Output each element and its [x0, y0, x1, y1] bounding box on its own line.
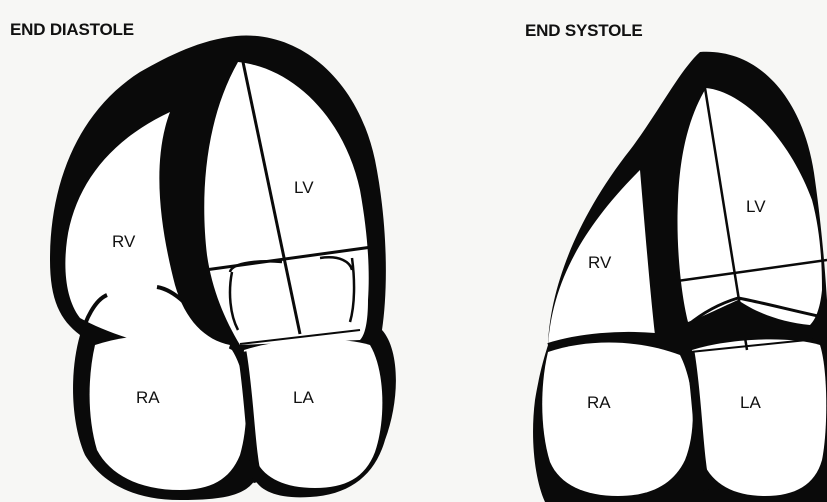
diastole-label-lv: LV: [294, 178, 314, 197]
end-systole-heart: LV RV RA LA: [533, 52, 827, 502]
end-diastole-heart: LV RV RA LA: [50, 36, 396, 500]
systole-label-ra: RA: [587, 393, 611, 412]
diastole-la-cavity: [243, 339, 383, 488]
systole-label-la: LA: [740, 393, 761, 412]
systole-ra-cavity: [542, 343, 693, 496]
diastole-label-rv: RV: [112, 232, 136, 251]
systole-label-lv: LV: [746, 197, 766, 216]
diastole-label-ra: RA: [136, 388, 160, 407]
systole-label-rv: RV: [588, 253, 612, 272]
diastole-ra-cavity: [90, 335, 247, 490]
systole-la-cavity: [691, 339, 827, 496]
diastole-label-la: LA: [293, 388, 314, 407]
